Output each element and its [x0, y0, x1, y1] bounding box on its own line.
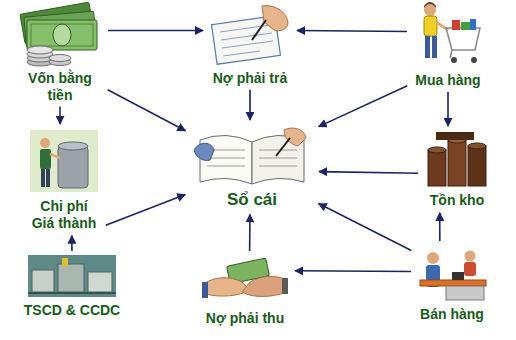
flow-arrow — [297, 30, 407, 33]
node-label: Nợ phải thu — [206, 310, 284, 327]
icon-space — [421, 130, 493, 192]
module-node: Mua hàng — [410, 2, 486, 89]
flow-arrow — [106, 195, 185, 226]
node-label: Bán hàng — [420, 306, 484, 323]
ledger-book-illustration — [194, 128, 306, 184]
flow-arrow — [319, 172, 418, 174]
node-label: Vốn bằng tiền — [20, 70, 100, 104]
flow-arrow — [447, 92, 449, 126]
icon-space — [25, 128, 103, 198]
shopper-illustration — [424, 2, 480, 63]
node-label: Nợ phải trả — [213, 70, 288, 87]
node-label: Tồn kho — [430, 192, 484, 209]
icon-space — [410, 2, 486, 72]
factory-illustration — [28, 255, 116, 297]
flow-arrow — [319, 86, 408, 127]
cost-illustration — [30, 130, 98, 192]
inventory-illustration — [428, 132, 486, 186]
module-node: Vốn bằng tiền — [15, 2, 105, 104]
flow-arrow — [108, 90, 186, 131]
module-node: Sổ cái — [189, 124, 315, 210]
flow-arrow — [59, 107, 61, 124]
module-node: Chi phí Giá thành — [25, 128, 103, 232]
module-node: Tồn kho — [421, 130, 493, 209]
icon-space — [21, 254, 124, 302]
flow-arrow — [249, 214, 251, 251]
flow-arrow — [249, 90, 251, 120]
icon-space — [189, 124, 315, 190]
node-label: TSCD & CCDC — [24, 302, 120, 319]
module-node: TSCD & CCDC — [21, 254, 124, 319]
flow-arrow — [439, 213, 441, 241]
icon-space — [207, 4, 293, 70]
node-label: Mua hàng — [415, 72, 480, 89]
icon-space — [199, 254, 291, 310]
node-label: Sổ cái — [227, 190, 277, 210]
icon-space — [15, 2, 105, 70]
handshake-money-illustration — [202, 258, 288, 298]
flow-arrow — [295, 270, 411, 272]
module-node: Nợ phải trả — [207, 4, 293, 87]
node-label: Chi phí Giá thành — [28, 198, 100, 232]
sales-counter-illustration — [420, 251, 486, 301]
flow-arrow — [71, 236, 73, 251]
module-node: Bán hàng — [414, 244, 490, 323]
module-node: Nợ phải thu — [199, 254, 291, 327]
checkbook-illustration — [212, 6, 288, 65]
connectors — [60, 30, 448, 271]
money-illustration — [20, 2, 97, 66]
flow-arrow — [319, 204, 412, 251]
icon-space — [414, 244, 490, 306]
flow-arrow — [108, 30, 203, 32]
